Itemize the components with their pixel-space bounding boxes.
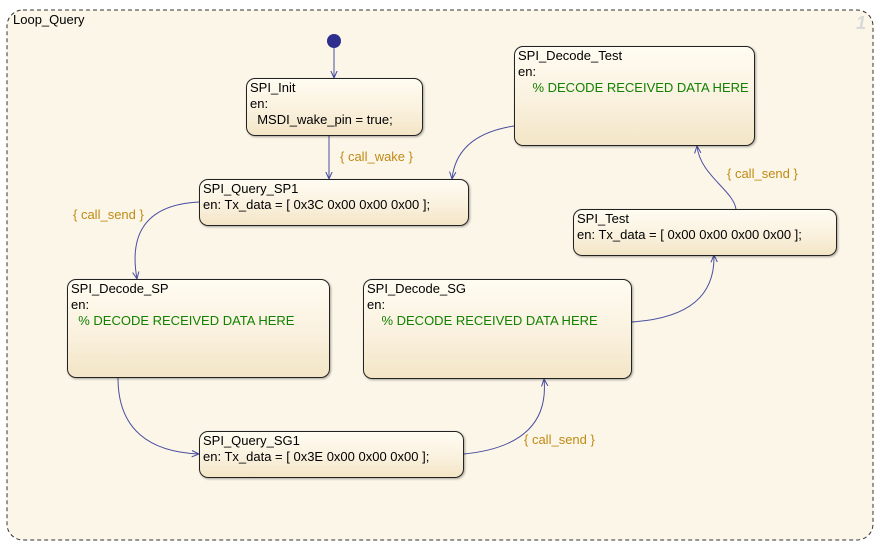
state-name: SPI_Query_SG1 [203, 433, 300, 448]
state-comment: % DECODE RECEIVED DATA HERE [71, 313, 295, 328]
transition-decode-sg-to-test[interactable] [631, 255, 714, 323]
state-spi-query-sp1[interactable]: SPI_Query_SP1 en: Tx_data = [ 0x3C 0x00 … [199, 179, 469, 226]
transition-test-to-decode-test[interactable] [697, 146, 737, 210]
chart-number: 1 [856, 13, 867, 33]
state-entry-label: en: [518, 64, 537, 79]
state-entry-label: en: [367, 297, 386, 312]
state-spi-test[interactable]: SPI_Test en: Tx_data = [ 0x00 0x00 0x00 … [573, 209, 837, 256]
transitions [117, 46, 737, 455]
transition-decode-sp-to-query-sg1[interactable] [117, 377, 199, 454]
state-entry-label: en: [71, 297, 90, 312]
transition-label-call-send[interactable]: { call_send } [73, 207, 144, 222]
transition-decode-test-to-query-sp1[interactable] [452, 125, 515, 179]
state-entry-label: en: [250, 96, 269, 111]
state-spi-decode-test[interactable]: SPI_Decode_Test en: % DECODE RECEIVED DA… [514, 46, 755, 146]
state-name: SPI_Test [577, 211, 630, 226]
transition-label-call-send[interactable]: { call_send } [524, 432, 595, 447]
transition-label-call-send[interactable]: { call_send } [727, 166, 798, 181]
state-name: SPI_Decode_SG [367, 281, 467, 296]
chart-title: Loop_Query [13, 12, 85, 27]
transition-label-call-wake[interactable]: { call_wake } [340, 149, 413, 164]
state-name: SPI_Init [250, 80, 296, 95]
state-spi-query-sg1[interactable]: SPI_Query_SG1 en: Tx_data = [ 0x3E 0x00 … [199, 431, 464, 478]
state-entry-action: MSDI_wake_pin = true; [250, 112, 393, 127]
state-name: SPI_Decode_SP [71, 281, 169, 296]
state-spi-init[interactable]: SPI_Init en: MSDI_wake_pin = true; [246, 78, 423, 136]
transition-query-sp1-to-decode-sp[interactable] [135, 201, 200, 279]
transition-query-sg1-to-decode-sg[interactable] [463, 379, 544, 455]
state-entry-action: en: Tx_data = [ 0x3E 0x00 0x00 0x00 ]; [203, 449, 430, 464]
state-entry-action: en: Tx_data = [ 0x3C 0x00 0x00 0x00 ]; [203, 197, 431, 212]
state-entry-action: en: Tx_data = [ 0x00 0x00 0x00 0x00 ]; [577, 227, 802, 242]
state-comment: % DECODE RECEIVED DATA HERE [518, 80, 749, 95]
state-name: SPI_Decode_Test [518, 48, 623, 63]
state-name: SPI_Query_SP1 [203, 181, 299, 196]
default-transition-dot [327, 34, 341, 48]
state-comment: % DECODE RECEIVED DATA HERE [367, 313, 598, 328]
state-spi-decode-sg[interactable]: SPI_Decode_SG en: % DECODE RECEIVED DATA… [363, 279, 632, 379]
state-spi-decode-sp[interactable]: SPI_Decode_SP en: % DECODE RECEIVED DATA… [67, 279, 330, 378]
